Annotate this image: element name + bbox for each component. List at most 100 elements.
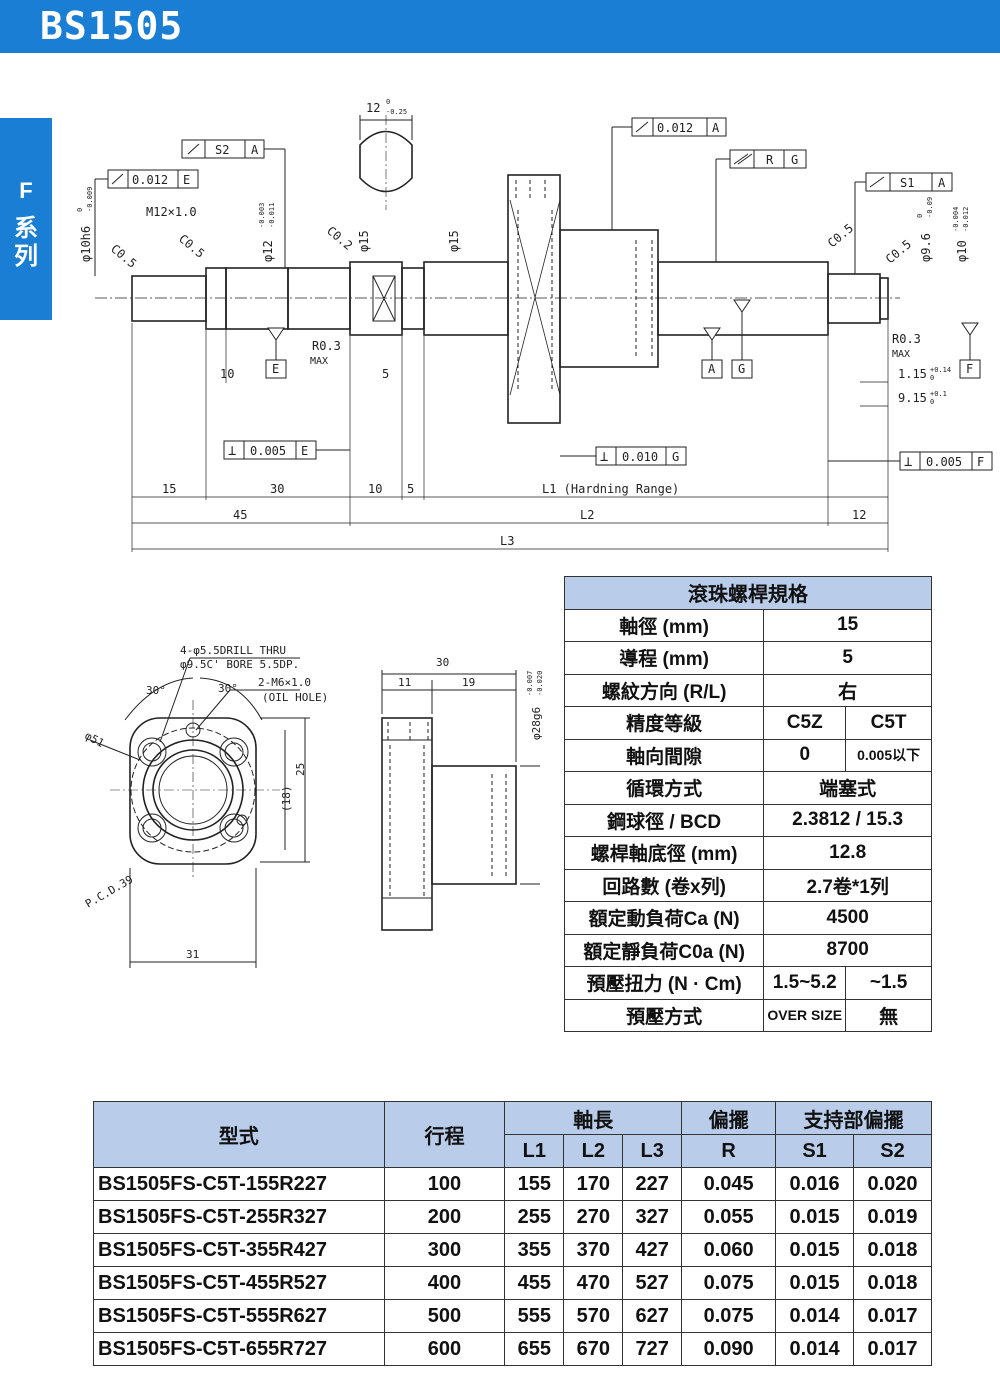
flange-d11: 11 xyxy=(398,676,411,689)
flange-phi28: φ28g6 xyxy=(530,707,543,740)
radius-r03-a: R0.3 xyxy=(312,339,341,353)
chamfer-c05-a: C0.5 xyxy=(108,242,139,271)
perp-0005f-value: 0.005 xyxy=(926,455,962,469)
perp-0010g-datum: G xyxy=(672,450,679,464)
perp-0010g-value: 0.010 xyxy=(622,450,658,464)
dim-115-tol: +0.14 xyxy=(930,366,951,374)
tol-s1-label: S1 xyxy=(900,176,914,190)
spec-row: 導程 (mm)5 xyxy=(563,641,932,675)
dim-45: 45 xyxy=(233,508,247,522)
dim-10-small: 10 xyxy=(220,367,234,381)
dim-12-sub: -0.25 xyxy=(386,108,407,116)
flange-d31: 31 xyxy=(186,948,199,961)
tol-0012e-datum: E xyxy=(183,173,190,187)
tol-0012a-datum: A xyxy=(712,121,720,135)
tol-frame-0012a xyxy=(611,117,727,230)
col-runout: 偏擺 xyxy=(681,1101,777,1135)
dim-915: 9.15 xyxy=(898,391,927,405)
spec-title: 滾珠螺桿規格 xyxy=(564,576,932,610)
dim-915-tol: +0.1 xyxy=(930,390,947,398)
flange-bore: φ9.5C' BORE 5.5DP. xyxy=(180,658,299,671)
dim-30: 30 xyxy=(270,482,284,496)
spec-row: 回路數 (卷x列)2.7卷*1列 xyxy=(563,868,932,902)
datum-f: F xyxy=(966,362,973,376)
col-l3: L3 xyxy=(622,1134,683,1168)
flange-d30: 30 xyxy=(436,656,449,669)
dim-12b: 12 xyxy=(852,508,866,522)
flange-d19: 19 xyxy=(462,676,475,689)
col-r: R xyxy=(681,1134,777,1168)
page-title: BS1505 xyxy=(40,4,184,48)
dim-l2: L2 xyxy=(580,508,594,522)
flange-angle-b: 30° xyxy=(218,682,238,695)
dim-915-tol2: 0 xyxy=(930,398,934,406)
datum-g: G xyxy=(738,362,745,376)
dim-115: 1.15 xyxy=(898,367,927,381)
perp-0005e-value: 0.005 xyxy=(250,444,286,458)
flange-m6: 2-M6×1.0 xyxy=(258,676,311,689)
dim-115-tol2: 0 xyxy=(930,374,934,382)
spec-row: 額定靜負荷C0a (N)8700 xyxy=(563,933,932,967)
flange-phi51: φ51 xyxy=(83,729,107,750)
svg-text:⊥: ⊥ xyxy=(904,454,912,470)
chamfer-c05-c: C0.5 xyxy=(825,221,856,250)
spec-row: 軸徑 (mm)15 xyxy=(563,608,932,642)
dim-5: 5 xyxy=(407,482,414,496)
dim-phi15-a: φ15 xyxy=(357,230,371,252)
dim-phi96-sub: -0.09 xyxy=(926,197,934,218)
dim-10: 10 xyxy=(368,482,382,496)
spec-row: 螺桿軸底徑 (mm)12.8 xyxy=(563,836,932,870)
dim-l1: L1 (Hardning Range) xyxy=(542,482,679,496)
flange-drawing: 4-φ5.5DRILL THRU φ9.5C' BORE 5.5DP. 2-M6… xyxy=(83,644,544,968)
tol-0012a-value: 0.012 xyxy=(657,121,693,135)
tol-s2-datum: A xyxy=(251,143,259,157)
spec-row: 額定動負荷Ca (N)4500 xyxy=(563,901,932,935)
dim-phi10h6-sub: -0.009 xyxy=(86,187,94,212)
dim-phi10b: φ10 xyxy=(955,240,969,262)
header-bar: BS1505 xyxy=(0,0,1000,53)
tol-frame-rg xyxy=(715,149,807,262)
dim-phi96: φ9.6 xyxy=(919,233,933,262)
datum-e: E xyxy=(272,362,279,376)
tol-0012e-value: 0.012 xyxy=(132,173,168,187)
radius-r03-b: R0.3 xyxy=(892,332,921,346)
model-table: 型式 行程 軸長 偏擺 支持部偏擺 L1 L2 L3 R S1 S2 BS150… xyxy=(93,1101,932,1366)
tol-s1-datum: A xyxy=(938,176,946,190)
perp-0005f-datum: F xyxy=(977,455,984,469)
col-l2: L2 xyxy=(563,1134,624,1168)
flange-angle-a: 30° xyxy=(146,684,166,697)
col-model: 型式 xyxy=(93,1101,385,1168)
flange-drill: 4-φ5.5DRILL THRU xyxy=(180,644,286,657)
dim-phi10b-sub: -0.012 xyxy=(962,207,970,232)
series-letter: F xyxy=(19,178,33,203)
dim-phi10h6: φ10h6 xyxy=(79,226,93,262)
col-shaft-length: 軸長 xyxy=(504,1101,683,1135)
dim-phi15-b: φ15 xyxy=(447,230,461,252)
dim-phi12: φ12 xyxy=(261,240,275,262)
series-side-tab: F 系 列 xyxy=(0,118,52,320)
dim-phi12-sub: -0.011 xyxy=(268,203,276,228)
flange-oil: (OIL HOLE) xyxy=(262,691,328,704)
chamfer-c05-b: C0.5 xyxy=(176,232,207,261)
dim-phi10h6-sup: 0 xyxy=(76,208,84,212)
flange-phi28-sub: -0.020 xyxy=(536,671,544,696)
flange-d18: (18) xyxy=(280,786,293,813)
tol-s2-label: S2 xyxy=(215,143,229,157)
dim-l3: L3 xyxy=(500,534,514,548)
col-support-runout: 支持部偏擺 xyxy=(775,1101,932,1135)
series-char-1: 系 xyxy=(14,215,38,242)
col-l1: L1 xyxy=(504,1134,565,1168)
tol-frame-0012e xyxy=(94,169,199,276)
flange-pcd: P.C.D.39 xyxy=(83,873,135,911)
col-stroke: 行程 xyxy=(383,1101,506,1168)
spec-row: 預壓扭力 (N · Cm)1.5~5.2~1.5 xyxy=(563,966,932,1000)
chamfer-c02: C0.2 xyxy=(324,224,355,253)
